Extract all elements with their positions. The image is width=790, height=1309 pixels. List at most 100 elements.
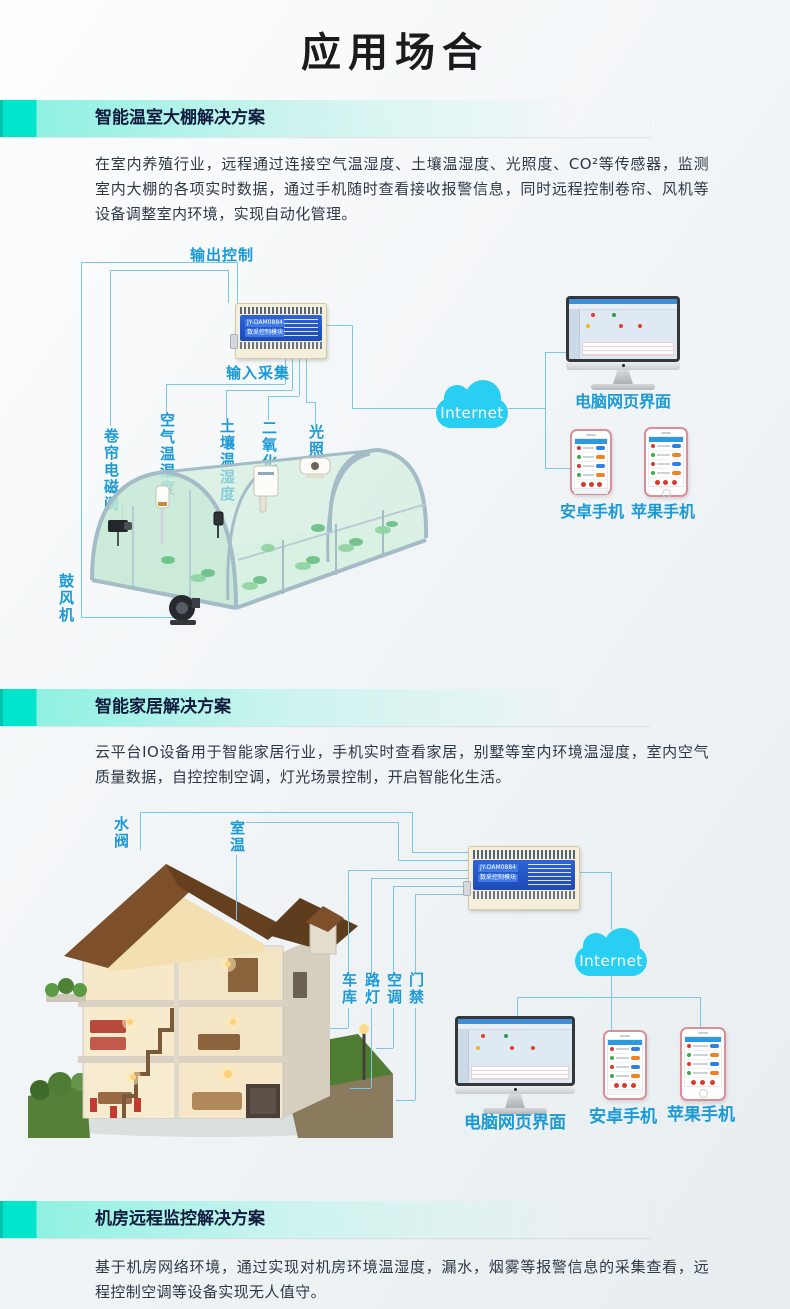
device-model: JY-DAM0884	[245, 319, 285, 327]
label-curtain-solenoid: 卷帘电磁阀	[102, 428, 120, 513]
light-sensor	[299, 457, 331, 478]
iphone-label: 苹果手机	[630, 502, 695, 521]
connector-line	[611, 872, 612, 930]
label-door-access: 门禁	[407, 972, 425, 1006]
pc-web-ui-label: 电脑网页界面	[574, 392, 671, 411]
staircase	[122, 1008, 174, 1118]
label-input-acquisition: 输入采集	[226, 364, 291, 382]
connector-line	[237, 262, 238, 303]
connector-line	[700, 997, 701, 1028]
section-body-greenhouse: 在室内养殖行业，远程通过连接空气温湿度、土壤温湿度、光照度、CO²等传感器，监测…	[95, 155, 709, 223]
label-street-lamp: 路灯	[363, 972, 381, 1006]
connector-line	[166, 384, 285, 385]
connector-line	[292, 357, 293, 390]
room-lights	[120, 956, 241, 1085]
section-heading: 智能家居解决方案	[95, 697, 231, 717]
connector-line	[325, 325, 352, 326]
panel-text-lines	[283, 319, 318, 337]
co2-sensor	[253, 465, 279, 513]
section-body-smarthome: 云平台IO设备用于智能家居行业，手机实时查看家居，别墅等室内环境温湿度，室内空气…	[95, 743, 709, 786]
connector-line	[226, 390, 227, 418]
connector-line	[376, 1048, 393, 1049]
label-water-valve: 水阀	[112, 816, 130, 850]
pc-web-ui-label: 电脑网页界面	[464, 1113, 566, 1133]
camera-dot	[622, 364, 625, 367]
connector-line	[412, 812, 413, 852]
section-body-server-room: 基于机房网络环境，通过实现对机房环境温湿度，漏水，烟雾等报警信息的采集查看，远程…	[95, 1258, 709, 1301]
internet-cloud-icon: Internet	[575, 928, 647, 976]
connector-line	[352, 325, 353, 408]
label-room-temp: 室温	[228, 820, 246, 854]
connector-line	[330, 1028, 348, 1029]
curtain-motor	[108, 520, 132, 546]
section-heading: 机房远程监控解决方案	[95, 1209, 265, 1229]
terminal-strip	[240, 307, 322, 314]
connector-line	[350, 1088, 371, 1089]
villa-illustration	[28, 864, 393, 1138]
label-blower: 鼓风机	[57, 573, 75, 624]
section-header-smarthome: 智能家居解决方案	[0, 689, 650, 726]
connector-line	[393, 886, 468, 887]
connector-line	[545, 352, 566, 353]
connector-line	[81, 262, 237, 263]
label-output-control: 输出控制	[190, 246, 255, 264]
iphone	[644, 427, 688, 498]
connector-line	[348, 870, 468, 871]
connector-line	[508, 408, 545, 409]
internet-cloud-icon: Internet	[436, 380, 508, 428]
connector-line	[315, 402, 316, 424]
connector-line	[578, 872, 611, 873]
connector-line	[140, 812, 141, 850]
connector-line	[81, 617, 181, 618]
android-phone	[603, 1030, 647, 1100]
connector-line	[81, 262, 82, 618]
device-front-panel: JY-DAM0884 数采控制模块	[240, 315, 322, 341]
section-header-server-room: 机房远程监控解决方案	[0, 1201, 650, 1238]
connector-line	[371, 878, 372, 974]
io-controller-device: JY-DAM0884 数采控制模块	[230, 303, 327, 359]
page-title: 应用场合	[301, 30, 489, 76]
internet-label: Internet	[440, 404, 504, 422]
connector-line	[228, 270, 229, 303]
connector-line	[398, 860, 468, 861]
soil-sensor	[213, 511, 224, 538]
desktop-monitor	[566, 296, 680, 390]
connector-line	[415, 894, 468, 895]
device-model: JY-DAM0884	[478, 864, 518, 872]
connector-line	[166, 384, 167, 412]
device-name: 数采控制模块	[478, 874, 519, 882]
desktop-monitor	[455, 1016, 575, 1114]
connector-line	[393, 1008, 394, 1048]
connector-line	[306, 402, 315, 403]
home-button	[698, 1089, 708, 1098]
section-heading: 智能温室大棚解决方案	[95, 108, 265, 128]
connector-line	[140, 812, 412, 813]
iphone	[680, 1027, 726, 1101]
serial-connector	[463, 881, 471, 897]
connector-line	[371, 878, 468, 879]
device-front-panel: JY-DAM0884 数采控制模块	[473, 860, 575, 890]
terminal-strip	[473, 850, 575, 859]
connector-line	[110, 270, 111, 426]
connector-line	[268, 396, 269, 420]
connector-line	[226, 390, 292, 391]
connector-line	[246, 822, 398, 823]
plants	[161, 521, 398, 590]
device-name: 数采控制模块	[245, 329, 286, 337]
internet-label: Internet	[579, 952, 643, 970]
air-sensor	[155, 485, 170, 544]
label-air-conditioner: 空调	[385, 972, 403, 1006]
connector-line	[348, 870, 349, 974]
connector-line	[611, 976, 612, 997]
connector-line	[415, 894, 416, 974]
terminal-strip	[240, 342, 322, 349]
terminal-strip	[473, 891, 575, 899]
connector-line	[352, 408, 437, 409]
connector-line	[396, 1100, 415, 1101]
connector-line	[545, 352, 546, 468]
connector-line	[415, 1008, 416, 1100]
connector-line	[517, 997, 700, 998]
connector-line	[306, 357, 307, 402]
connector-line	[398, 822, 399, 860]
